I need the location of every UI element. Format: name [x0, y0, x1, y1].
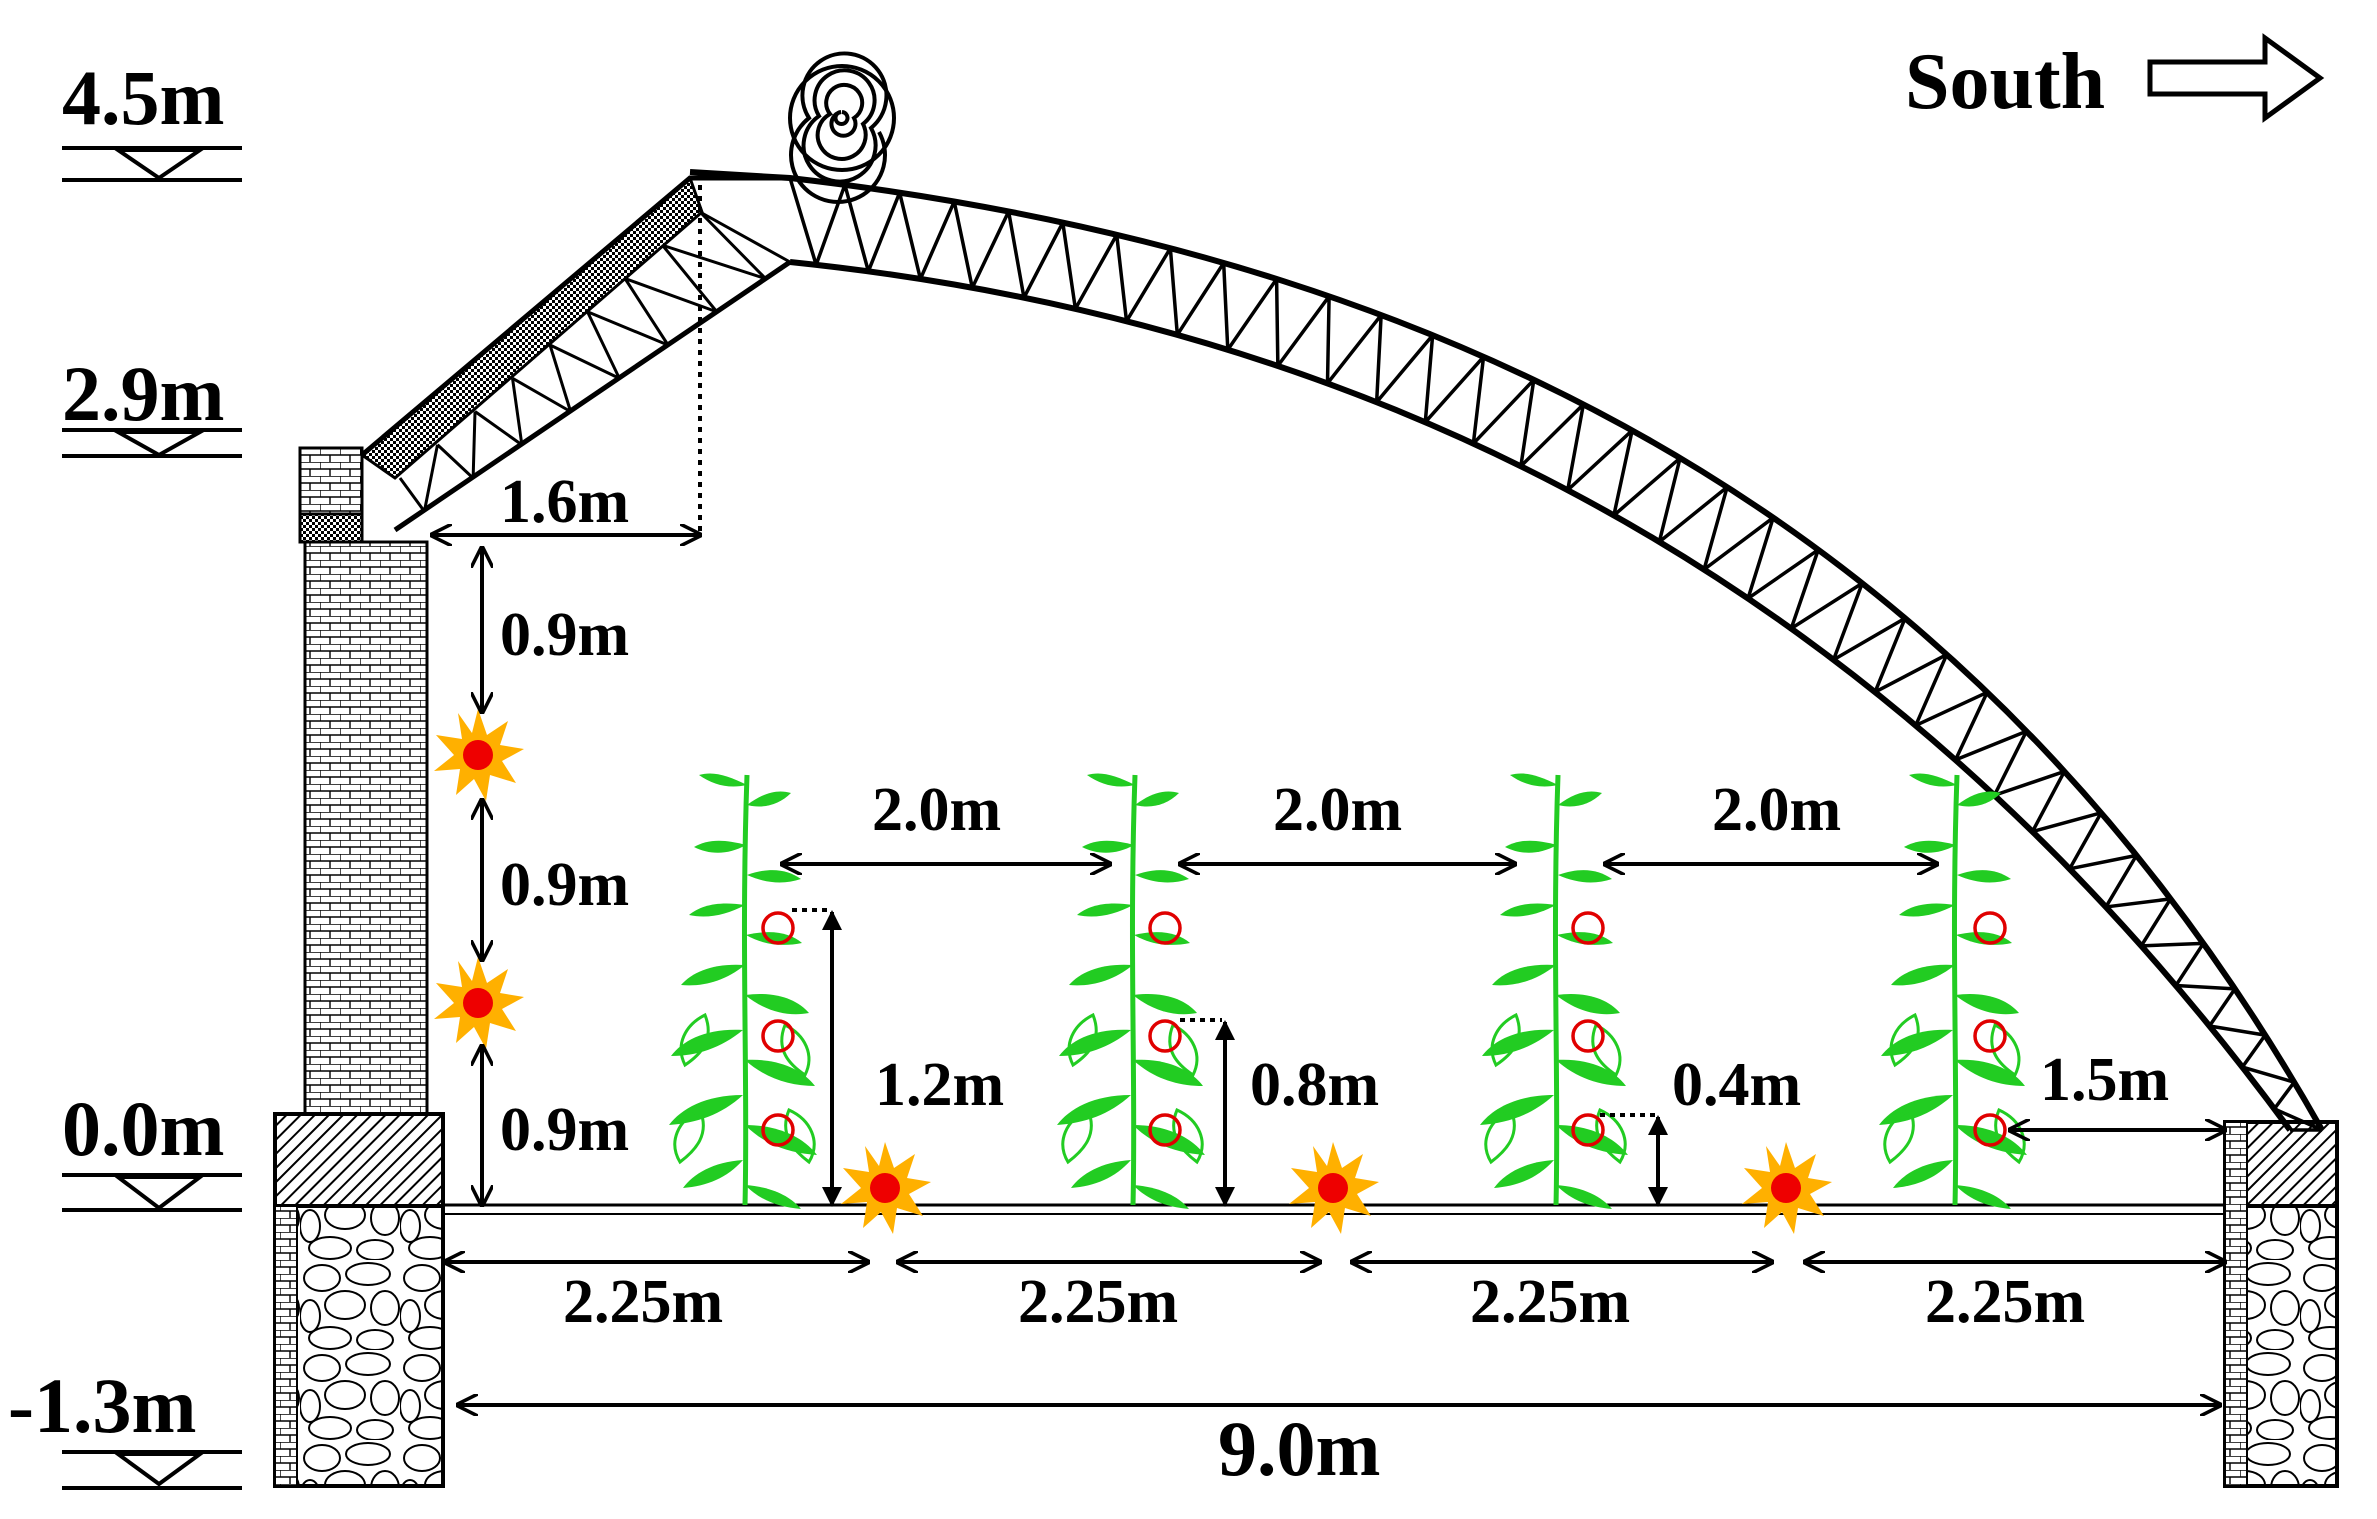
light-sensor-north-2 — [434, 957, 524, 1049]
north-spacing-label: 0.9m — [500, 601, 629, 669]
floor-segment-label: 2.25m — [563, 1268, 723, 1336]
level-marker-2.9: 2.9m — [62, 350, 242, 458]
light-sensor-north-1 — [434, 709, 524, 801]
direction-label: South — [1905, 38, 2105, 126]
floor-segment-label: 2.25m — [1925, 1268, 2085, 1336]
greenhouse-structure — [273, 51, 2339, 1488]
level-marker-4.5: 4.5m — [62, 54, 242, 182]
elevation-markers: 4.5m 2.9m 0.0m -1.3m — [8, 54, 242, 1490]
span-label: 9.0m — [1218, 1405, 1380, 1492]
truss-web — [398, 210, 791, 513]
tomato-plant-row-4 — [1879, 773, 2027, 1209]
north-spacing-label: 0.9m — [500, 851, 629, 919]
row-spacing-label: 2.0m — [1273, 776, 1402, 844]
tomato-plant-row-3 — [1480, 773, 1628, 1209]
level-marker-0.0: 0.0m — [62, 1085, 242, 1212]
level-marker-minus-1.3: -1.3m — [8, 1362, 242, 1490]
floor-segment-label: 2.25m — [1470, 1268, 1630, 1336]
temperature-sensor — [761, 1019, 795, 1053]
row-spacing-label: 2.0m — [872, 776, 1001, 844]
temperature-sensor — [1571, 1019, 1605, 1053]
north-wall — [273, 446, 445, 1488]
temperature-sensor — [1148, 1019, 1182, 1053]
sensor-height-label: 1.2m — [875, 1051, 1004, 1119]
light-sensor-floor-1 — [841, 1142, 931, 1234]
row-spacing-label: 2.0m — [1712, 776, 1841, 844]
ridge-offset-label: 1.6m — [500, 468, 629, 536]
level-label: -1.3m — [8, 1362, 196, 1449]
tomato-plant-row-2 — [1057, 773, 1205, 1209]
truss-web — [788, 177, 2323, 1132]
north-spacing-label: 0.9m — [500, 1096, 629, 1164]
dimension-labels: 1.6m 0.9m 0.9m 0.9m 2.0m 2.0m 2.0m 1.2m … — [500, 468, 2169, 1492]
level-label: 0.0m — [62, 1085, 224, 1172]
light-sensor-floor-2 — [1289, 1142, 1379, 1234]
sensor-height-label: 0.8m — [1250, 1051, 1379, 1119]
tomato-plant-row-1 — [669, 773, 817, 1209]
south-clearance-label: 1.5m — [2040, 1046, 2169, 1114]
arrow-right-icon — [2147, 33, 2325, 123]
light-sensor-floor-3 — [1742, 1142, 1832, 1234]
dimension-annotations — [432, 535, 2225, 1405]
temperature-sensor — [1973, 1019, 2007, 1053]
south-direction-indicator: South — [1905, 33, 2325, 126]
front-arch-truss — [689, 169, 2325, 1132]
floor-segment-label: 2.25m — [1018, 1268, 1178, 1336]
level-label: 2.9m — [62, 350, 224, 437]
straw-curtain-roll-icon — [788, 51, 896, 204]
sensor-height-label: 0.4m — [1672, 1051, 1801, 1119]
level-label: 4.5m — [62, 54, 224, 141]
south-footing — [2223, 1120, 2339, 1488]
